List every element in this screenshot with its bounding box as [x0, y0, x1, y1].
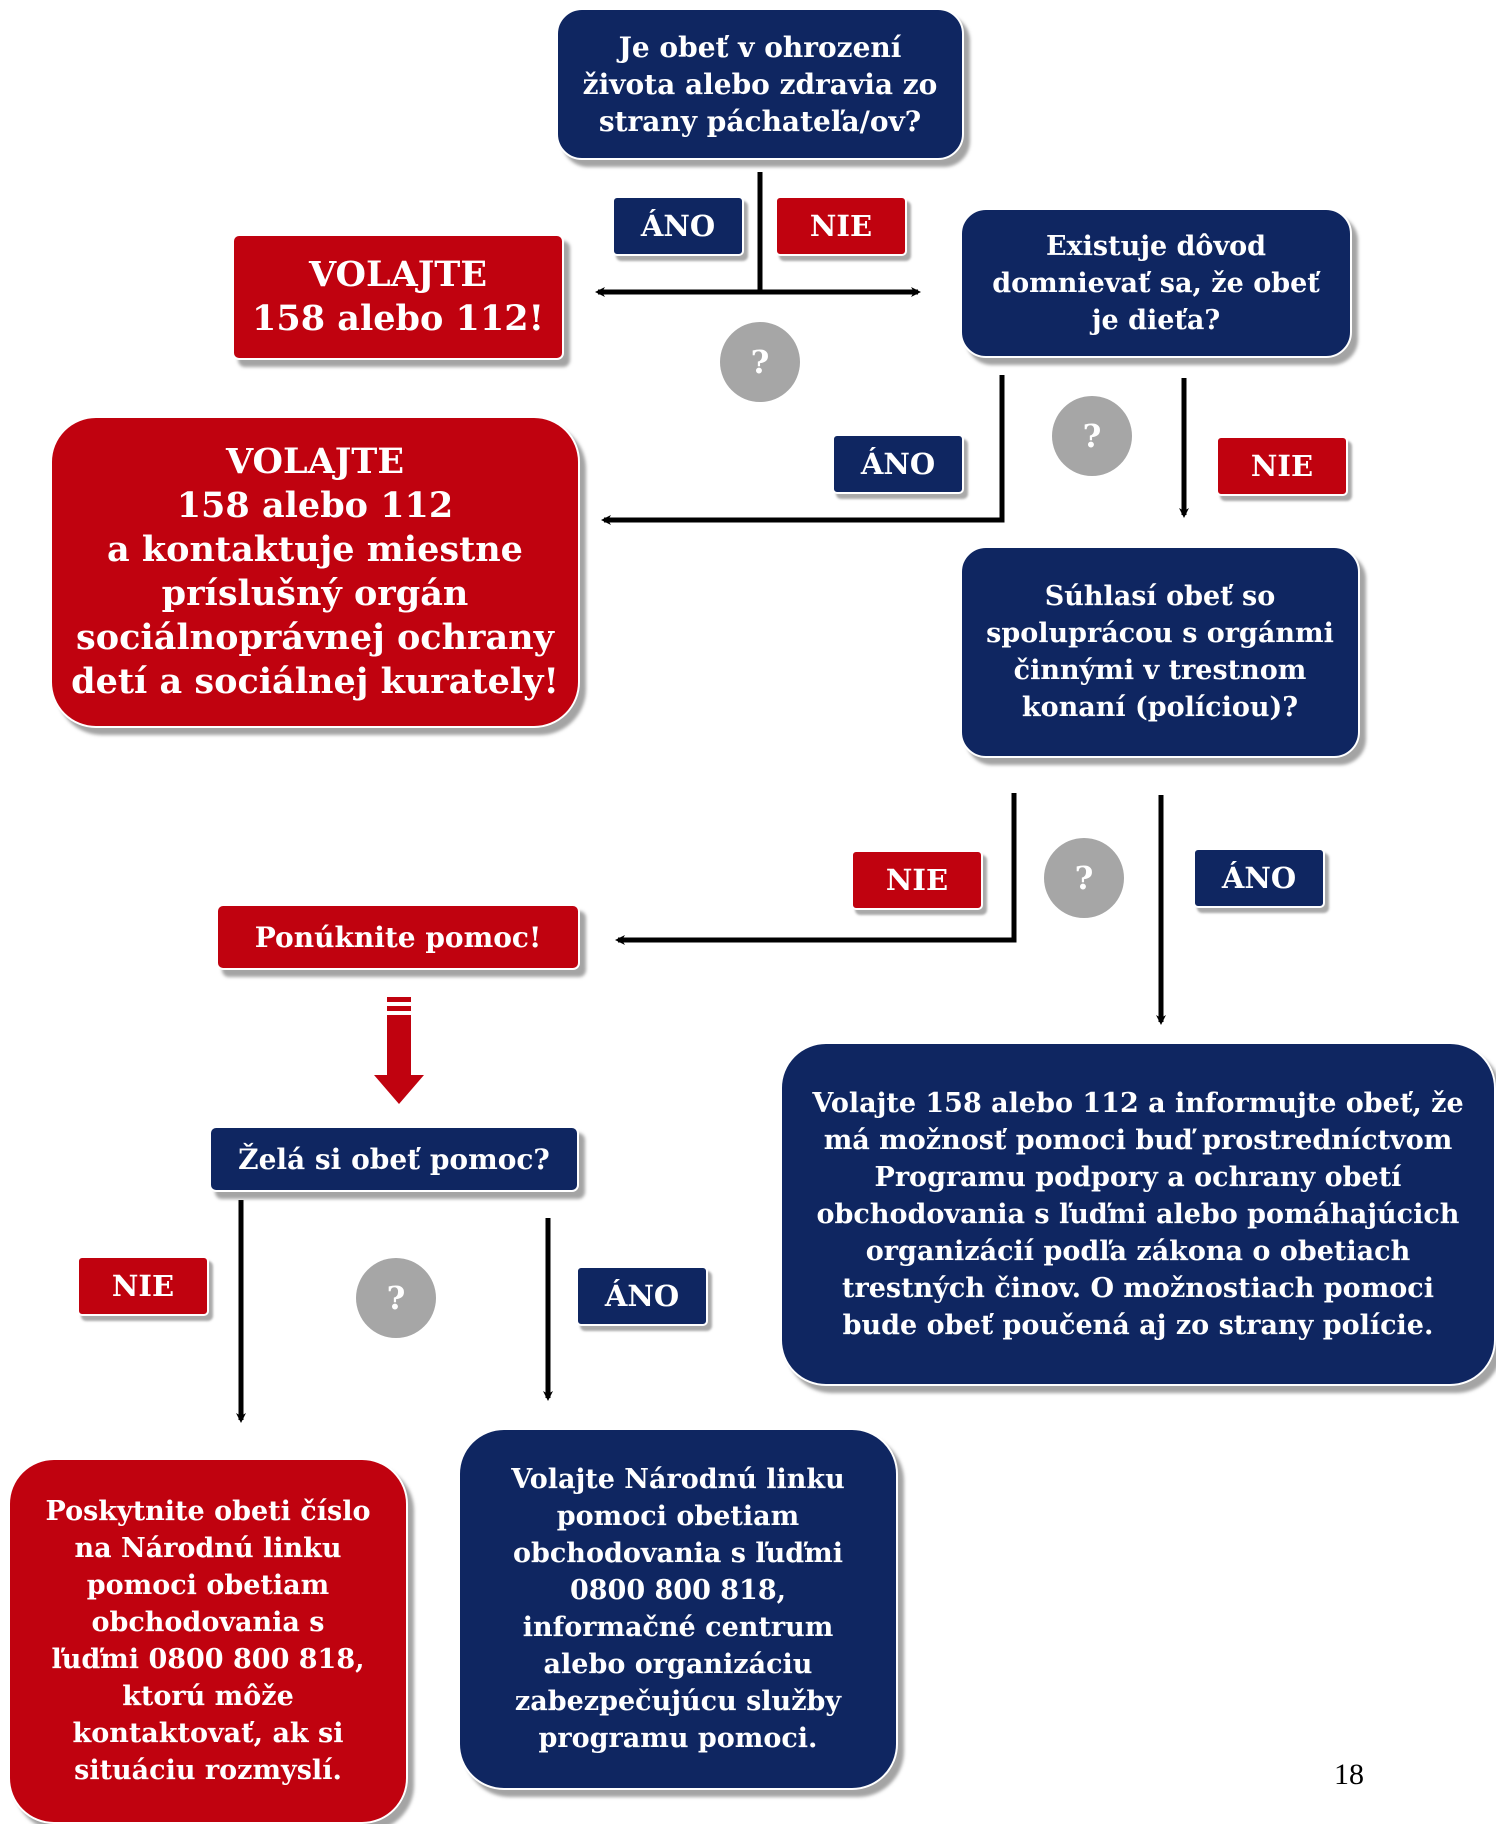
node-call-emergency: VOLAJTE 158 alebo 112! [232, 234, 564, 360]
node-victim-wants-help: Želá si obeť pomoc? [209, 1126, 579, 1192]
question-mark-circle-icon: ? [720, 322, 800, 402]
node-give-hotline-number: Poskytnite obeti číslo na Národnú linku … [8, 1458, 408, 1824]
connector-coop-no [615, 793, 1017, 945]
node-victim-is-child: Existuje dôvod domnievať sa, že obeť je … [960, 208, 1352, 358]
question-mark-circle-icon: ? [1044, 838, 1124, 918]
label-no-child: NIE [1216, 436, 1348, 496]
label-yes-danger: ÁNO [612, 196, 744, 256]
label-no-danger: NIE [775, 196, 907, 256]
node-call-police-inform: Volajte 158 alebo 112 a informujte obeť,… [780, 1042, 1496, 1386]
label-yes-cooperation: ÁNO [1193, 848, 1325, 908]
label-yes-child: ÁNO [832, 434, 964, 494]
label-no-cooperation: NIE [851, 850, 983, 910]
node-call-national-hotline: Volajte Národnú linku pomoci obetiam obc… [458, 1428, 898, 1790]
label-yes-wants-help: ÁNO [576, 1266, 708, 1326]
red-down-arrow-icon [374, 997, 424, 1104]
node-police-cooperation: Súhlasí obeť so spoluprácou s orgánmi či… [960, 546, 1360, 758]
node-victim-in-danger: Je obeť v ohrození života alebo zdravia … [556, 8, 964, 160]
label-no-wants-help: NIE [77, 1256, 209, 1316]
page-number: 18 [1334, 1758, 1364, 1791]
question-mark-circle-icon: ? [1052, 396, 1132, 476]
connector-child-yes [601, 375, 1005, 525]
node-call-child-protection: VOLAJTE 158 alebo 112 a kontaktuje miest… [50, 416, 580, 728]
question-mark-circle-icon: ? [356, 1258, 436, 1338]
node-offer-help: Ponúknite pomoc! [216, 904, 580, 970]
